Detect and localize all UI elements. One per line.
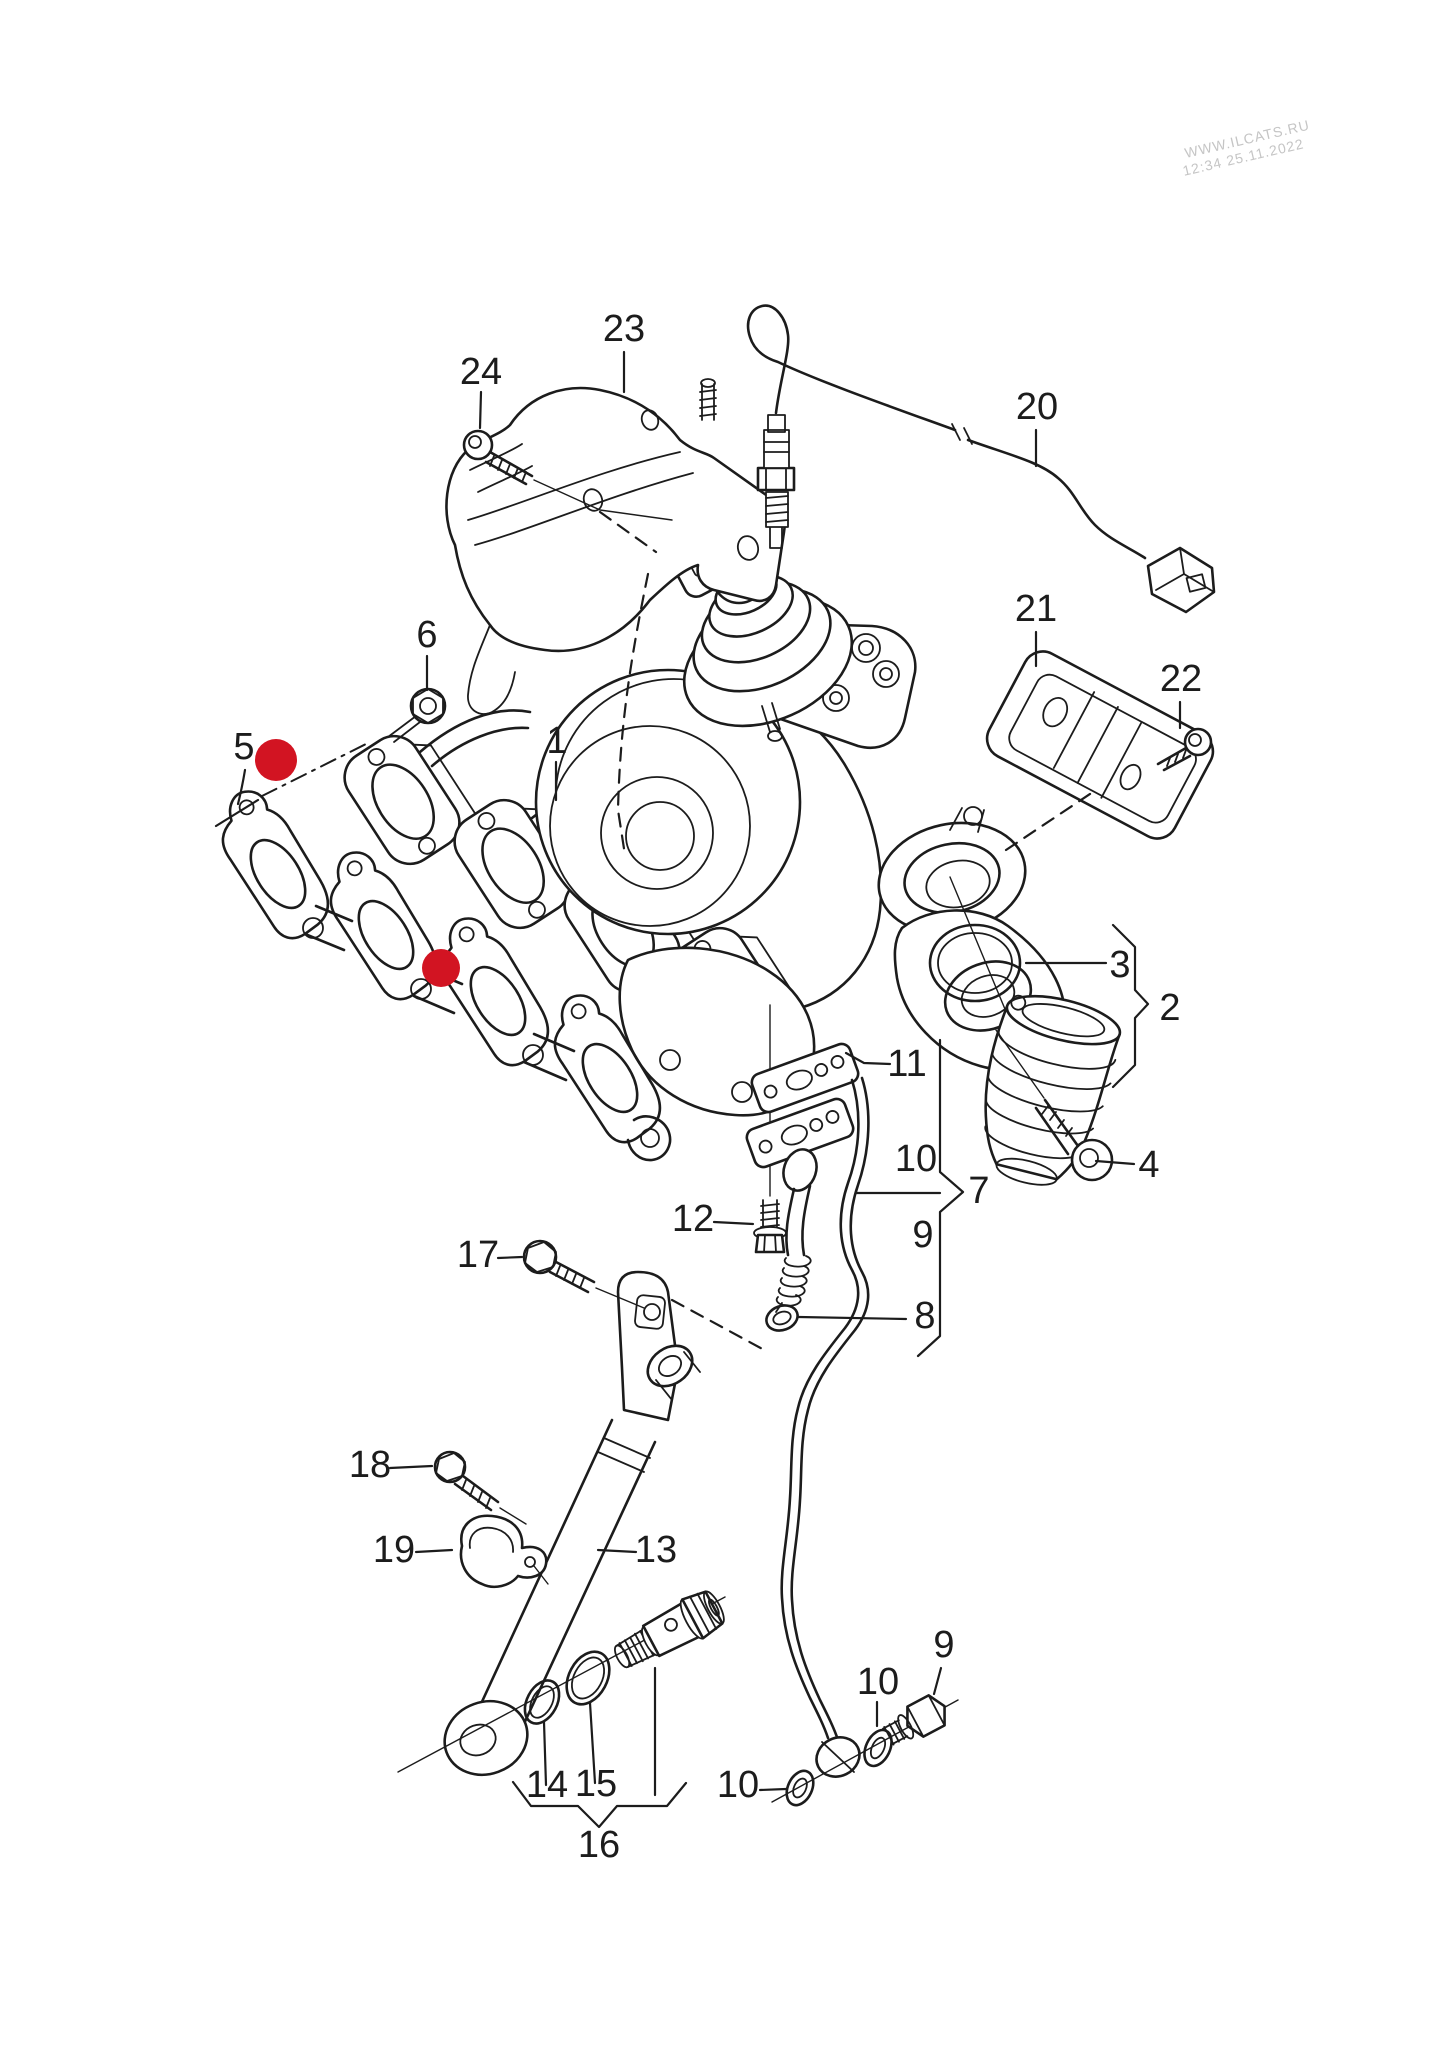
callout-labels: 23 24 20 21 22 6 5 1 3 2 4 11 10 7 9 8 1…	[233, 308, 1202, 1866]
leader-lines	[214, 350, 1182, 1797]
callout-11: 11	[887, 1043, 926, 1085]
callout-16: 16	[578, 1824, 620, 1866]
bracket-group-2	[1111, 923, 1150, 1089]
coupling-2	[984, 994, 1122, 1186]
callout-20: 20	[1016, 386, 1058, 428]
o-ring-3	[928, 923, 1022, 1003]
seal-ring-10-left	[785, 1769, 815, 1807]
manifold-gasket	[201, 779, 676, 1162]
ring-14	[523, 1679, 561, 1725]
seal-ring-8	[765, 1304, 799, 1332]
bolt-4	[995, 1029, 1114, 1182]
callout-3: 3	[1109, 944, 1130, 986]
connector	[1146, 546, 1216, 614]
bracket-21	[985, 650, 1215, 852]
callout-15: 15	[575, 1763, 617, 1805]
callout-9b: 9	[933, 1624, 954, 1666]
nut-6	[387, 687, 447, 743]
red-dot-1	[255, 739, 297, 781]
seal-ring-10-right	[863, 1728, 893, 1768]
ring-15	[565, 1650, 611, 1706]
stud	[699, 378, 717, 421]
callout-2: 2	[1159, 987, 1180, 1029]
red-dot-2	[422, 949, 460, 987]
callout-21: 21	[1015, 588, 1057, 630]
callout-19: 19	[373, 1529, 415, 1571]
bracket-group-16	[511, 1780, 688, 1829]
callout-1: 1	[546, 720, 567, 762]
callout-10b: 10	[717, 1764, 759, 1806]
callout-22: 22	[1160, 658, 1202, 700]
callout-18: 18	[349, 1444, 391, 1486]
callout-13: 13	[635, 1529, 677, 1571]
callout-7: 7	[968, 1170, 989, 1212]
callout-5: 5	[233, 726, 254, 768]
bolt-18	[433, 1450, 527, 1525]
bolt-12	[753, 1199, 787, 1254]
bracket-group-7	[916, 1038, 965, 1358]
callout-10a: 10	[895, 1138, 937, 1180]
banjo-bolt-9	[882, 1694, 946, 1746]
oil-return-pipe	[780, 1076, 870, 1778]
valve-group-16	[397, 1590, 726, 1773]
oil-valve-16	[614, 1590, 725, 1669]
callout-14: 14	[526, 1764, 568, 1806]
callout-10c: 10	[857, 1661, 899, 1703]
highlight-markers	[255, 739, 460, 987]
callout-6: 6	[416, 614, 437, 656]
watermark: WWW.ILCATS.RU 12:34 25.11.2022	[1181, 117, 1311, 179]
callout-17: 17	[457, 1234, 499, 1276]
egt-sensor	[756, 414, 796, 549]
callout-4: 4	[1138, 1144, 1159, 1186]
bolt-24	[462, 429, 673, 521]
callout-12: 12	[672, 1198, 714, 1240]
callout-24: 24	[460, 351, 502, 393]
sensor-wire	[746, 304, 1216, 614]
callout-8: 8	[914, 1295, 935, 1337]
bolt-17	[522, 1239, 645, 1309]
clamp-19	[459, 1514, 549, 1589]
callout-23: 23	[603, 308, 645, 350]
callout-9a: 9	[912, 1214, 933, 1256]
bolt-22	[1156, 727, 1213, 772]
alignment-dashes	[261, 510, 658, 857]
oil-supply-pipe	[775, 1148, 818, 1313]
group-brackets	[511, 923, 1150, 1829]
